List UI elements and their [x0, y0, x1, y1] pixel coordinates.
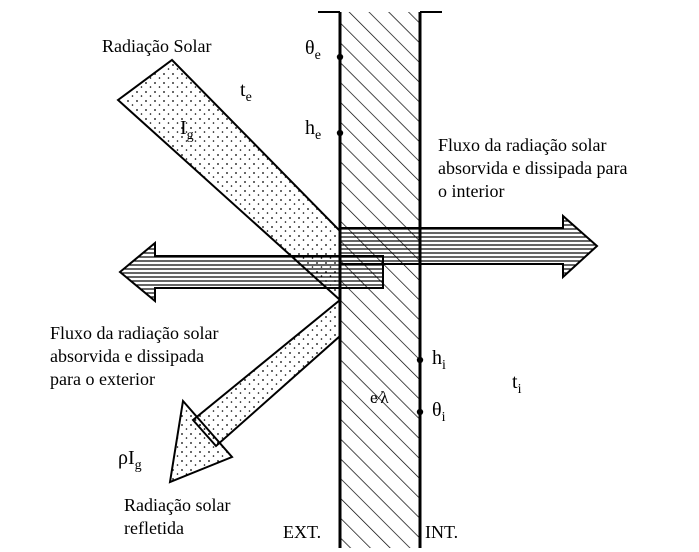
interior-flux-label: Fluxo da radiação solar absorvida e diss…: [438, 135, 628, 201]
exterior-flux-arrow: [118, 240, 384, 304]
exterior-flux-label: Fluxo da radiação solar absorvida e diss…: [50, 323, 219, 389]
interior-side-label: INT.: [425, 522, 459, 542]
theta-e-node: [336, 53, 344, 61]
thermal-resistance-symbol: e⁄λ: [370, 388, 389, 407]
reflected-radiation-symbol: ρIg: [118, 447, 142, 473]
he-node: [336, 129, 344, 137]
theta-e-symbol: θe: [305, 37, 321, 63]
hi-node: [416, 356, 424, 364]
incident-radiation-symbol: Ig: [180, 117, 194, 143]
exterior-side-label: EXT.: [283, 522, 322, 542]
he-symbol: he: [305, 117, 322, 143]
outside-temperature-symbol: te: [240, 79, 252, 105]
theta-i-node: [416, 408, 424, 416]
reflected-radiation-head: [168, 398, 234, 484]
hi-symbol: hi: [432, 347, 446, 373]
reflected-radiation-label: Radiação solar refletida: [124, 495, 231, 538]
solar-radiation-label: Radiação Solar: [102, 36, 212, 56]
theta-i-symbol: θi: [432, 399, 446, 425]
inside-temperature-symbol: ti: [512, 371, 522, 397]
